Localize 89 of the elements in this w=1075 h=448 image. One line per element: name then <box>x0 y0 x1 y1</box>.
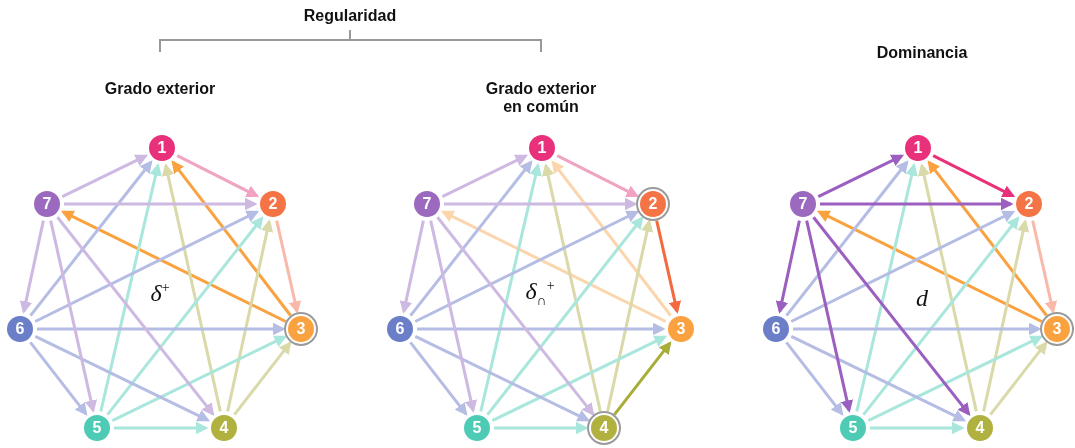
arrow <box>161 163 222 412</box>
arrow <box>275 220 302 314</box>
arrow <box>870 421 965 435</box>
arrow <box>785 160 909 317</box>
arrow <box>917 163 978 412</box>
arrow <box>106 216 264 416</box>
numbered-node: 5 <box>464 415 490 441</box>
arrow <box>226 219 274 412</box>
arrow <box>29 341 88 416</box>
numbered-node: 5 <box>84 415 110 441</box>
column-heading: Grado exterior en común <box>484 80 598 116</box>
arrow <box>817 154 905 198</box>
numbered-node: 1 <box>149 135 175 161</box>
arrow <box>49 220 98 413</box>
arrow <box>486 216 644 416</box>
numbered-node: 3 <box>288 316 314 342</box>
arrow <box>417 322 666 336</box>
numbered-node: 3 <box>668 316 694 342</box>
arrow <box>862 216 1020 416</box>
math-symbol: δ$^{+}$ <box>150 280 170 307</box>
arrow <box>114 421 209 435</box>
arrow <box>855 163 918 412</box>
numbered-node: 7 <box>34 191 60 217</box>
arrow <box>429 220 478 413</box>
arrow <box>444 197 638 211</box>
arrow <box>816 210 1043 323</box>
numbered-node: 4 <box>211 415 237 441</box>
numbered-node: 4 <box>967 415 993 441</box>
arrow <box>19 220 45 314</box>
numbered-node: 2 <box>1016 191 1042 217</box>
math-symbol: d <box>916 285 928 312</box>
numbered-node: 6 <box>763 316 789 342</box>
numbered-node: 7 <box>790 191 816 217</box>
arrow <box>494 421 589 435</box>
column-heading: Grado exterior <box>104 80 216 98</box>
numbered-node: 1 <box>529 135 555 161</box>
arrow <box>793 322 1042 336</box>
numbered-node: 6 <box>387 316 413 342</box>
arrow <box>233 341 292 416</box>
arrow <box>409 160 533 317</box>
numbered-node: 3 <box>1044 316 1070 342</box>
arrow <box>805 220 854 413</box>
numbered-node: 2 <box>640 191 666 217</box>
arrow <box>613 341 672 416</box>
arrow <box>812 216 971 416</box>
arrow <box>556 154 640 198</box>
section-heading: Regularidad <box>303 7 397 25</box>
arrow <box>64 197 258 211</box>
arrow <box>932 154 1016 198</box>
arrow <box>775 220 801 314</box>
numbered-node: 6 <box>7 316 33 342</box>
arrow <box>171 160 292 317</box>
numbered-node: 5 <box>840 415 866 441</box>
arrow <box>655 220 682 314</box>
arrow <box>34 335 211 422</box>
arrow <box>790 335 967 422</box>
arrow <box>982 219 1030 412</box>
arrow <box>176 154 260 198</box>
arrow <box>479 163 542 412</box>
arrow <box>927 160 1048 317</box>
arrow <box>606 219 654 412</box>
arrow <box>414 210 640 323</box>
numbered-node: 4 <box>591 415 617 441</box>
numbered-node: 2 <box>260 191 286 217</box>
arrow <box>1031 220 1058 314</box>
arrow <box>436 216 595 416</box>
arrow <box>414 335 591 422</box>
arrow <box>399 220 425 314</box>
arrow <box>989 341 1048 416</box>
arrow <box>61 154 149 198</box>
arrow <box>111 335 288 422</box>
arrow <box>37 322 286 336</box>
arrow <box>34 210 260 323</box>
arrow <box>440 210 667 323</box>
section-heading: Dominancia <box>876 44 968 62</box>
arrow <box>867 335 1044 422</box>
arrow <box>29 160 153 317</box>
arrow <box>491 335 668 422</box>
arrow <box>56 216 215 416</box>
numbered-node: 1 <box>905 135 931 161</box>
arrow <box>820 197 1014 211</box>
arrow <box>99 163 162 412</box>
arrow <box>60 210 287 323</box>
arrow <box>785 341 844 416</box>
arrow <box>551 160 672 317</box>
arrow <box>441 154 529 198</box>
numbered-node: 7 <box>414 191 440 217</box>
arrow <box>409 341 468 416</box>
arrow <box>541 163 602 412</box>
